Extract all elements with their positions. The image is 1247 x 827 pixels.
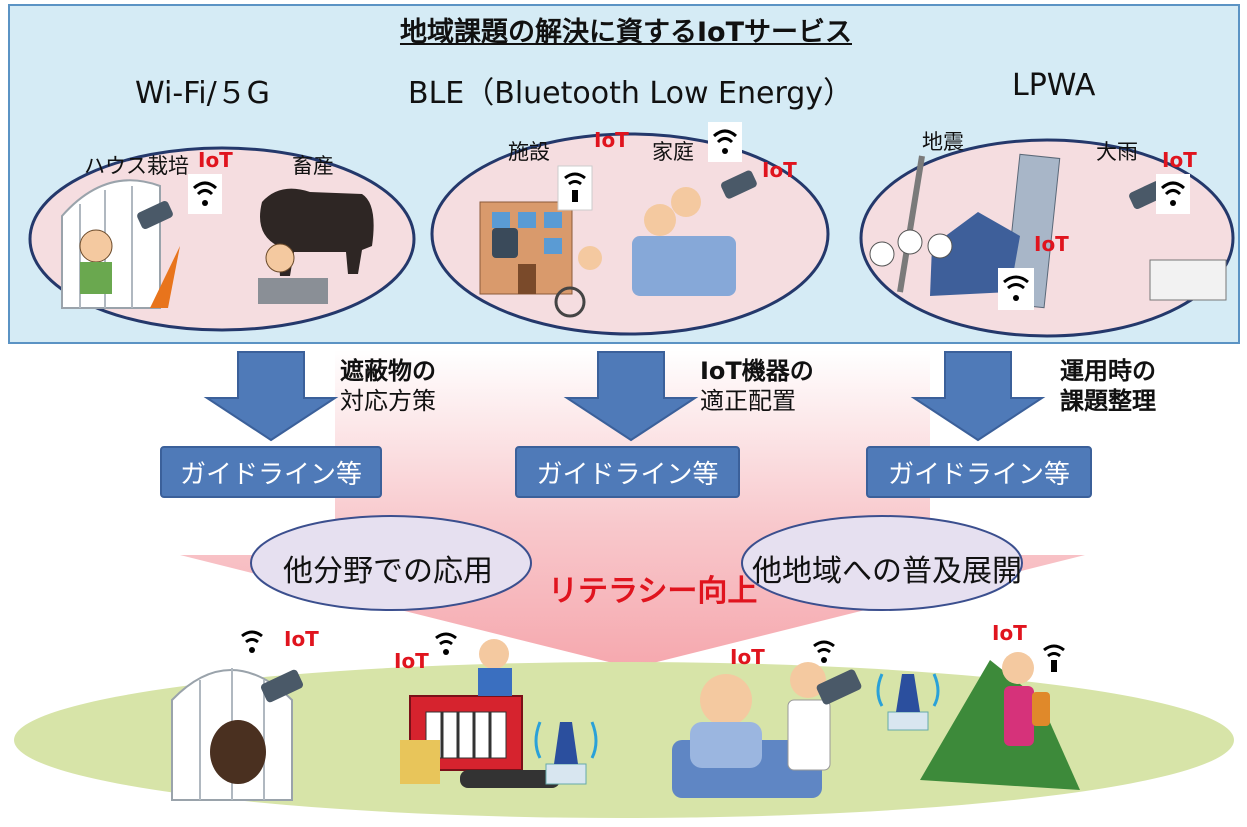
network-label-lpwa: LPWA	[1012, 68, 1096, 103]
scene-label-home: 家庭	[652, 140, 694, 164]
iot-label-farm: IoT	[198, 148, 233, 172]
iot-label-earthquake: IoT	[1034, 232, 1069, 256]
worker-1-icon	[869, 241, 895, 267]
guideline-box-left: ガイドライン等	[160, 446, 382, 498]
caregiver-icon	[671, 187, 701, 217]
worker-2-icon	[897, 229, 923, 255]
scene-label-heavy-rain: 大雨	[1096, 140, 1138, 164]
truck-icon	[1149, 259, 1227, 301]
scene-ovals	[28, 122, 1235, 338]
wifi-2-icon	[708, 122, 742, 162]
network-label-wifi-5g: Wi-Fi/５G	[135, 76, 270, 111]
patient-icon	[644, 204, 676, 236]
outcome-oval-left	[250, 515, 532, 611]
elder-icon	[578, 246, 602, 270]
scene-label-facility: 施設	[508, 140, 550, 164]
measure-shielding: 遮蔽物の 対応方策	[340, 356, 436, 416]
farmer-laptop-icon	[258, 278, 328, 304]
ground-oval	[14, 662, 1234, 818]
measure-operation-line1: 運用時の	[1060, 357, 1156, 385]
wifi-icon	[188, 174, 222, 214]
scene-label-earthquake: 地震	[922, 130, 964, 154]
guideline-box-center: ガイドライン等	[515, 446, 740, 498]
scene-label-greenhouse: ハウス栽培	[84, 154, 189, 178]
collapsed-house-icon	[930, 212, 1020, 296]
utility-pole-icon	[897, 155, 925, 293]
arrow-down-center-icon	[563, 351, 699, 442]
camera-3-icon	[1129, 180, 1165, 210]
smartwatch-icon	[492, 228, 518, 258]
wifi-3-icon	[1156, 174, 1190, 214]
bed-icon	[632, 236, 736, 296]
literacy-label: リテラシー向上	[548, 574, 758, 609]
wifi-4-icon	[998, 268, 1034, 310]
iot-label-facility: IoT	[594, 128, 629, 152]
guideline-box-right: ガイドライン等	[866, 446, 1092, 498]
iot-label-rain: IoT	[1162, 148, 1197, 172]
network-label-ble: BLE（Bluetooth Low Energy）	[408, 76, 854, 111]
farmer-2-icon	[265, 243, 295, 273]
measure-operation-line2: 課題整理	[1060, 387, 1156, 415]
arrow-down-left-icon	[203, 351, 339, 442]
measure-shielding-line1: 遮蔽物の	[340, 357, 436, 385]
measure-shielding-line2: 対応方策	[340, 387, 436, 415]
worker-3-icon	[927, 233, 953, 259]
ble-icon	[557, 165, 593, 211]
measure-placement-line2: 適正配置	[700, 387, 796, 415]
scene-label-livestock: 畜産	[292, 154, 334, 178]
camera-icon	[137, 200, 173, 230]
outcome-other-fields: 他分野での応用	[283, 554, 493, 589]
outcome-oval-right	[741, 515, 1023, 611]
wheelchair-icon	[554, 286, 586, 318]
main-title: 地域課題の解決に資するIoTサービス	[399, 17, 852, 48]
measure-operation: 運用時の 課題整理	[1060, 356, 1156, 416]
camera-2-icon	[721, 170, 757, 199]
arrow-down-right-icon	[910, 351, 1046, 442]
iot-label-home: IoT	[762, 158, 797, 182]
carrot-icon	[150, 246, 180, 308]
outcome-other-regions: 他地域への普及展開	[752, 554, 1022, 589]
farmer-icon	[79, 229, 113, 263]
measure-placement-line1: IoT機器の	[700, 357, 814, 385]
iot-services-panel: 地域課題の解決に資するIoTサービス Wi-Fi/５G BLE（Bluetoot…	[8, 4, 1240, 344]
measure-placement: IoT機器の 適正配置	[700, 356, 814, 416]
